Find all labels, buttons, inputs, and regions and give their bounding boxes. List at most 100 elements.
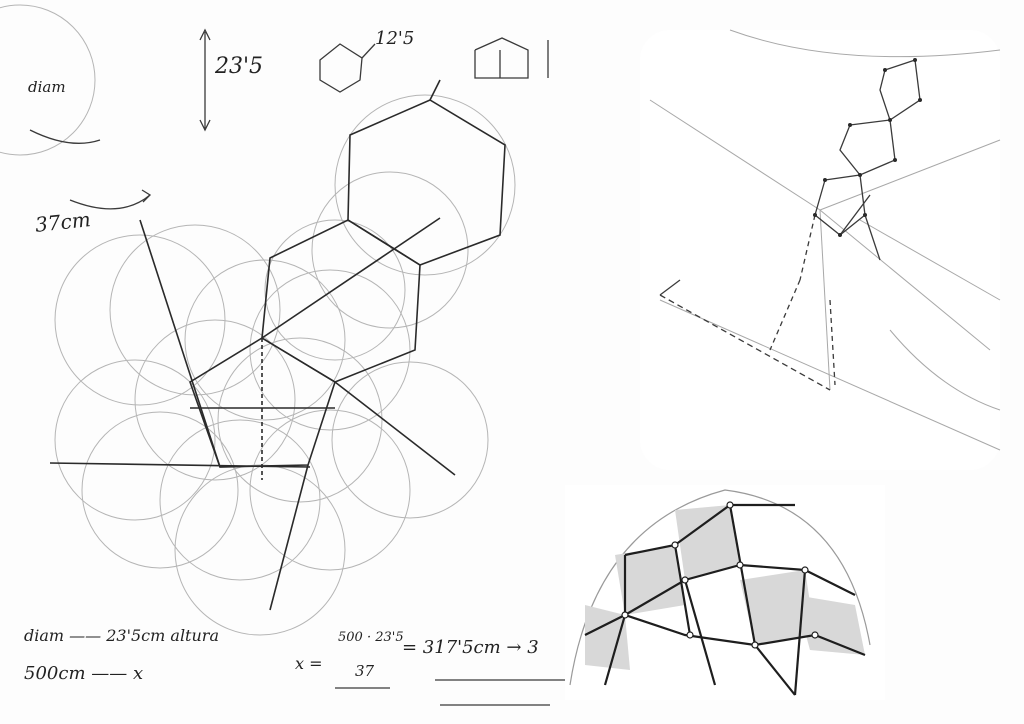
lattice-strut bbox=[659, 294, 831, 391]
hexagon-middle bbox=[261, 219, 421, 383]
formula-numerator: 500 · 23'5 bbox=[338, 630, 404, 645]
formula-line-2: 500cm —— x bbox=[24, 663, 144, 684]
dome-shaded-facet bbox=[740, 570, 815, 645]
construction-circle bbox=[0, 4, 96, 156]
dome-node bbox=[726, 501, 734, 509]
lattice-node bbox=[883, 68, 887, 72]
radial-line bbox=[429, 79, 441, 101]
small-hexagon-icon bbox=[319, 43, 363, 93]
lattice-node bbox=[893, 158, 897, 162]
construction-circle bbox=[54, 359, 216, 521]
base-line bbox=[49, 462, 311, 468]
formula-denominator: 37 bbox=[355, 662, 375, 680]
formula-x: x = bbox=[295, 654, 323, 673]
construction-drawing bbox=[0, 4, 565, 706]
dome-node bbox=[681, 576, 689, 584]
construction-circle bbox=[54, 234, 226, 406]
dome-node bbox=[751, 641, 759, 649]
diam-arc bbox=[29, 129, 101, 144]
perspective-line bbox=[859, 219, 1001, 301]
construction-circle bbox=[81, 411, 239, 569]
hexagon-top bbox=[347, 99, 506, 266]
dome-strut bbox=[793, 569, 807, 696]
dome-outline bbox=[569, 489, 871, 686]
dome-strut bbox=[683, 579, 717, 686]
construction-circle bbox=[174, 464, 346, 636]
arm-arrow-line bbox=[69, 194, 151, 210]
lattice-strut bbox=[839, 194, 871, 236]
construction-circle bbox=[217, 337, 383, 503]
radial-line bbox=[261, 217, 441, 339]
lattice-strut bbox=[879, 59, 921, 122]
perspective-line bbox=[649, 99, 821, 211]
lattice-node bbox=[888, 118, 892, 122]
perspective-curve bbox=[889, 329, 1001, 411]
perspective-curve bbox=[729, 29, 1001, 58]
dome-strut bbox=[754, 644, 796, 696]
arm-arrow-head bbox=[141, 189, 152, 203]
dome-shaded-facet bbox=[795, 595, 865, 655]
construction-circle bbox=[331, 361, 489, 519]
perspective-line bbox=[819, 139, 1001, 211]
construction-circle bbox=[134, 319, 296, 481]
lattice-strut bbox=[799, 214, 816, 281]
perspective-line bbox=[819, 209, 991, 351]
lattice-strut bbox=[829, 299, 836, 386]
dome-shaded-facet bbox=[675, 505, 740, 580]
radial-line bbox=[334, 381, 456, 476]
lattice-node bbox=[848, 123, 852, 127]
construction-circle bbox=[334, 94, 516, 276]
lattice-node bbox=[823, 178, 827, 182]
dome-strut bbox=[584, 613, 866, 657]
perspective-drawing bbox=[649, 29, 1001, 451]
lattice-node bbox=[863, 213, 867, 217]
radial-line bbox=[139, 219, 221, 468]
dome-node bbox=[811, 631, 819, 639]
geometry-construction-panel: 23'5 12'5 37cm diam diam —— 23'5cm altur… bbox=[0, 4, 570, 724]
perspective-line bbox=[819, 209, 831, 391]
dome-node bbox=[801, 566, 809, 574]
lattice-strut bbox=[814, 174, 866, 236]
dome-node bbox=[671, 541, 679, 549]
formula-result: = 317'5cm → 3 bbox=[402, 637, 539, 658]
dome-node bbox=[621, 611, 629, 619]
dome-sketch-panel bbox=[565, 485, 885, 700]
lattice-strut bbox=[659, 279, 681, 296]
construction-circle bbox=[264, 219, 406, 361]
lattice-strut bbox=[864, 214, 881, 261]
lattice-node bbox=[858, 173, 862, 177]
lattice-node bbox=[838, 233, 842, 237]
lattice-strut bbox=[839, 119, 896, 176]
height-arrow-top bbox=[199, 28, 211, 41]
dome-shaded-facet bbox=[585, 605, 630, 670]
dome-node bbox=[736, 561, 744, 569]
dome-strut bbox=[624, 503, 795, 557]
hex-side-label: 12'5 bbox=[375, 28, 415, 49]
construction-circle bbox=[184, 259, 346, 421]
diam-label: diam bbox=[28, 78, 66, 96]
dome-strut bbox=[673, 544, 692, 636]
construction-circle bbox=[249, 409, 411, 571]
lattice-node bbox=[913, 58, 917, 62]
perspective-sketch-panel bbox=[640, 29, 1001, 470]
construction-circle bbox=[109, 224, 281, 396]
dome-shaded-facet bbox=[615, 545, 685, 615]
dome-strut bbox=[603, 614, 627, 686]
hex-pointer-line bbox=[361, 43, 376, 59]
formula-line-1: diam —— 23'5cm altura bbox=[24, 626, 219, 645]
radial-line bbox=[269, 464, 309, 611]
construction-circle bbox=[159, 419, 321, 581]
lattice-node bbox=[813, 213, 817, 217]
dome-strut bbox=[728, 504, 757, 646]
construction-circle bbox=[311, 171, 469, 329]
height-label: 23'5 bbox=[215, 54, 264, 79]
dome-drawing bbox=[569, 489, 871, 696]
construction-circle bbox=[249, 269, 411, 431]
perspective-line bbox=[659, 299, 1001, 451]
lattice-strut bbox=[769, 279, 801, 351]
lattice-node bbox=[918, 98, 922, 102]
height-arrow-bottom bbox=[199, 119, 211, 132]
dome-node bbox=[686, 631, 694, 639]
small-house-icon bbox=[474, 37, 529, 79]
